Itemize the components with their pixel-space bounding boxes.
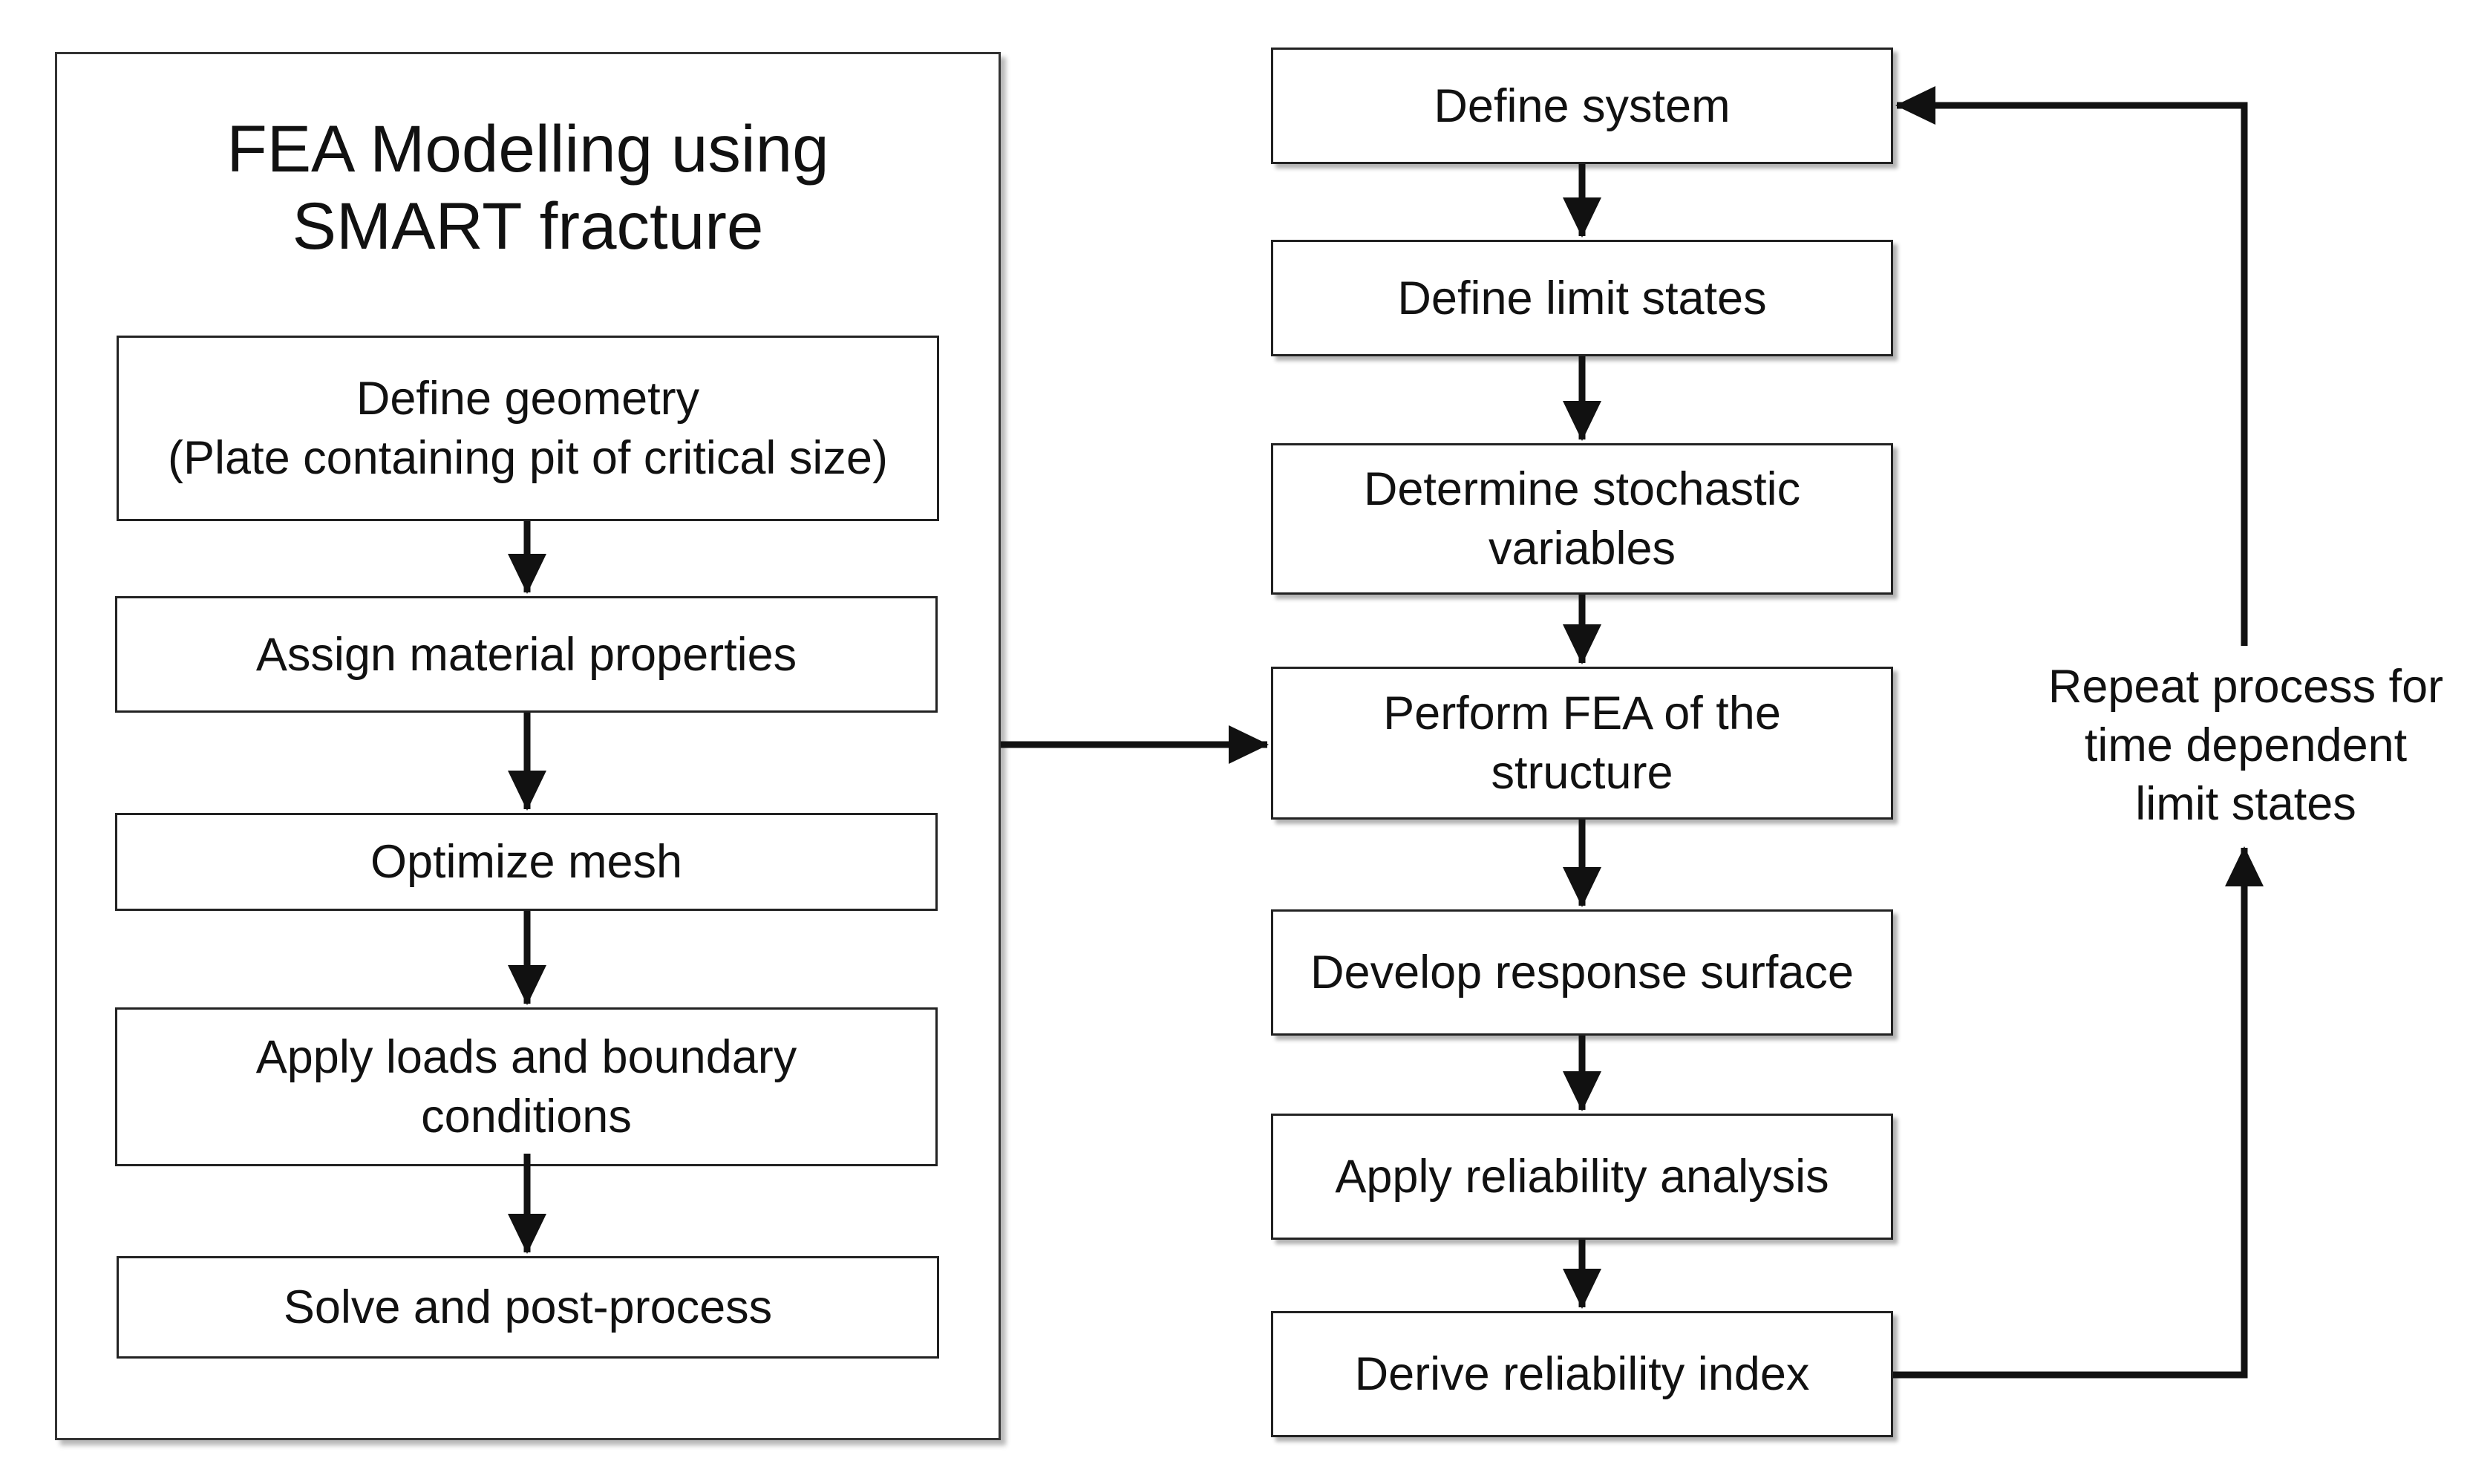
step-assign-material-properties-label: Assign material properties [255,628,797,681]
repeat-process-line1: Repeat process for [2048,661,2444,713]
repeat-process-label: Repeat process for time dependent limit … [1997,658,2467,834]
step-define-limit-states-label: Define limit states [1397,272,1767,324]
step-solve-post-process-label: Solve and post-process [283,1281,773,1333]
fea-panel-title: FEA Modelling using SMART fracture [55,110,1001,264]
step-derive-reliability-index: Derive reliability index [1271,1311,1893,1437]
step-define-limit-states: Define limit states [1271,240,1893,356]
step-develop-response-surface: Develop response surface [1271,909,1893,1036]
step-apply-loads-line2: conditions [421,1091,632,1143]
repeat-process-line3: limit states [2135,778,2356,830]
step-assign-material-properties: Assign material properties [115,596,938,713]
loop-arrow-index-to-label [1893,846,2264,1379]
loop-arrow-label-to-system [1895,86,2248,646]
step-define-geometry: Define geometry (Plate containing pit of… [117,336,939,521]
step-determine-stochastic-variables-line1: Determine stochastic [1363,463,1801,515]
step-define-system: Define system [1271,48,1893,164]
step-apply-loads-line1: Apply loads and boundary [255,1031,797,1083]
step-perform-fea-line2: structure [1491,747,1673,799]
step-optimize-mesh-label: Optimize mesh [370,836,683,888]
step-apply-reliability-analysis-label: Apply reliability analysis [1335,1151,1829,1203]
step-optimize-mesh: Optimize mesh [115,813,938,911]
step-solve-post-process: Solve and post-process [117,1256,939,1359]
step-define-system-label: Define system [1434,79,1731,132]
step-apply-loads: Apply loads and boundary conditions [115,1007,938,1166]
step-determine-stochastic-variables-line2: variables [1488,523,1676,575]
step-determine-stochastic-variables: Determine stochastic variables [1271,443,1893,595]
step-define-geometry-line2: (Plate containing pit of critical size) [168,432,888,484]
fea-panel-title-line1: FEA Modelling using [226,111,829,186]
step-perform-fea-line1: Perform FEA of the [1383,687,1781,739]
step-develop-response-surface-label: Develop response surface [1310,947,1854,998]
step-define-geometry-line1: Define geometry [356,373,700,425]
step-apply-reliability-analysis: Apply reliability analysis [1271,1114,1893,1240]
step-derive-reliability-index-label: Derive reliability index [1354,1348,1810,1400]
step-perform-fea: Perform FEA of the structure [1271,667,1893,820]
fea-panel-title-line2: SMART fracture [292,189,764,263]
repeat-process-line2: time dependent [2084,719,2408,771]
